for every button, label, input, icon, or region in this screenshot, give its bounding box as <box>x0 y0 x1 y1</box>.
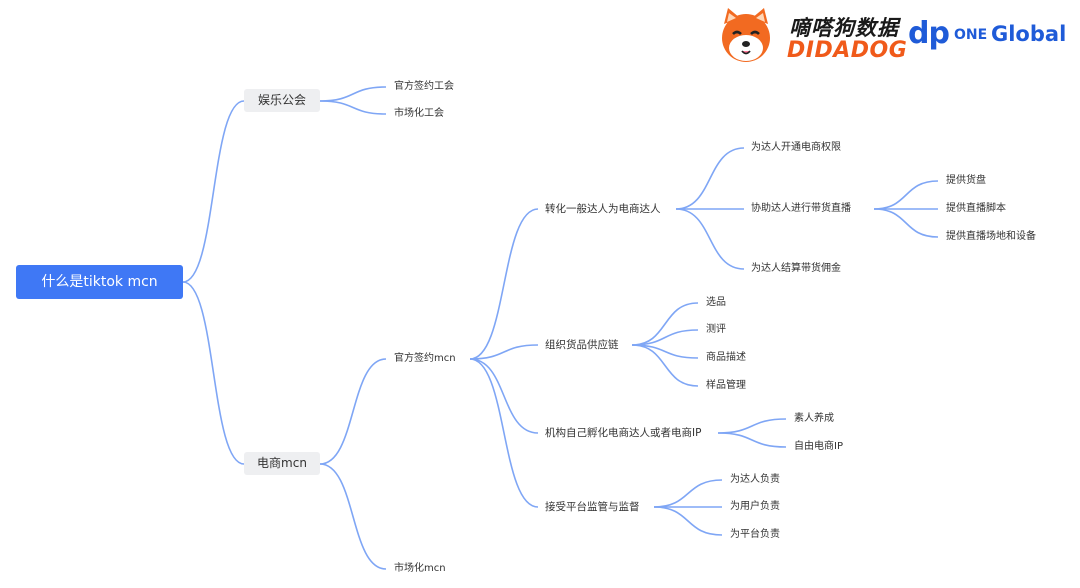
connector-line <box>182 100 245 283</box>
brand-name-en: DIDADOG <box>787 38 908 63</box>
connector-line <box>675 208 745 270</box>
connector-line <box>675 147 745 210</box>
node-market-mcn[interactable]: 市场化mcn <box>394 563 446 574</box>
connector-line <box>631 344 699 387</box>
node-official-guild[interactable]: 官方签约工会 <box>394 81 454 92</box>
brand-name-cn: 嘀嗒狗数据 <box>789 16 899 40</box>
node-market-guild[interactable]: 市场化工会 <box>394 108 444 119</box>
node-assist-livestream[interactable]: 协助达人进行带货直播 <box>751 203 851 214</box>
connector-line <box>631 302 699 346</box>
branch-ecommerce-mcn[interactable]: 电商mcn <box>244 452 320 475</box>
branch-entertainment-guild[interactable]: 娱乐公会 <box>244 89 320 112</box>
node-product-selection[interactable]: 选品 <box>706 297 726 308</box>
partner-logo-dp: dp <box>908 16 950 51</box>
connector-line <box>469 358 539 508</box>
connector-line <box>653 506 723 536</box>
node-responsible-users[interactable]: 为用户负责 <box>730 501 780 512</box>
node-platform-supervision[interactable]: 接受平台监管与监督 <box>545 501 640 513</box>
node-review[interactable]: 测评 <box>706 324 726 335</box>
node-own-ip[interactable]: 自由电商IP <box>794 441 843 452</box>
node-convert-creators[interactable]: 转化一般达人为电商达人 <box>545 203 661 215</box>
node-responsible-creators[interactable]: 为达人负责 <box>730 474 780 485</box>
node-provide-products[interactable]: 提供货盘 <box>946 175 986 186</box>
node-incubate-creators[interactable]: 机构自己孵化电商达人或者电商IP <box>545 427 702 439</box>
connector-line <box>319 358 387 465</box>
connector-line <box>469 344 539 360</box>
connector-line <box>182 281 245 465</box>
node-official-mcn[interactable]: 官方签约mcn <box>394 353 456 364</box>
node-provide-script[interactable]: 提供直播脚本 <box>946 203 1006 214</box>
mindmap-root-node[interactable]: 什么是tiktok mcn <box>16 265 183 299</box>
node-product-description[interactable]: 商品描述 <box>706 352 746 363</box>
connector-line <box>631 329 699 346</box>
brand-logo: 嘀嗒狗数据 DIDADOG dp ONE Global <box>714 4 1074 64</box>
node-responsible-platform[interactable]: 为平台负责 <box>730 529 780 540</box>
connector-line <box>873 180 939 210</box>
node-settle-commission[interactable]: 为达人结算带货佣金 <box>751 263 841 274</box>
node-amateur-training[interactable]: 素人养成 <box>794 413 834 424</box>
connector-line <box>469 208 539 360</box>
connector-line <box>469 358 539 434</box>
connector-line <box>319 463 387 570</box>
partner-logo-one: ONE <box>954 27 988 43</box>
connector-line <box>319 100 387 115</box>
node-enable-ecommerce[interactable]: 为达人开通电商权限 <box>751 142 841 153</box>
connector-line <box>717 432 787 448</box>
node-sample-management[interactable]: 样品管理 <box>706 380 746 391</box>
connector-line <box>319 86 387 102</box>
connector-line <box>873 208 939 238</box>
connector-line <box>717 418 787 434</box>
shiba-dog-icon <box>722 8 770 62</box>
node-provide-venue[interactable]: 提供直播场地和设备 <box>946 231 1036 242</box>
node-supply-chain[interactable]: 组织货品供应链 <box>545 339 619 351</box>
partner-logo-global: Global <box>991 22 1067 46</box>
connector-line <box>653 479 723 508</box>
